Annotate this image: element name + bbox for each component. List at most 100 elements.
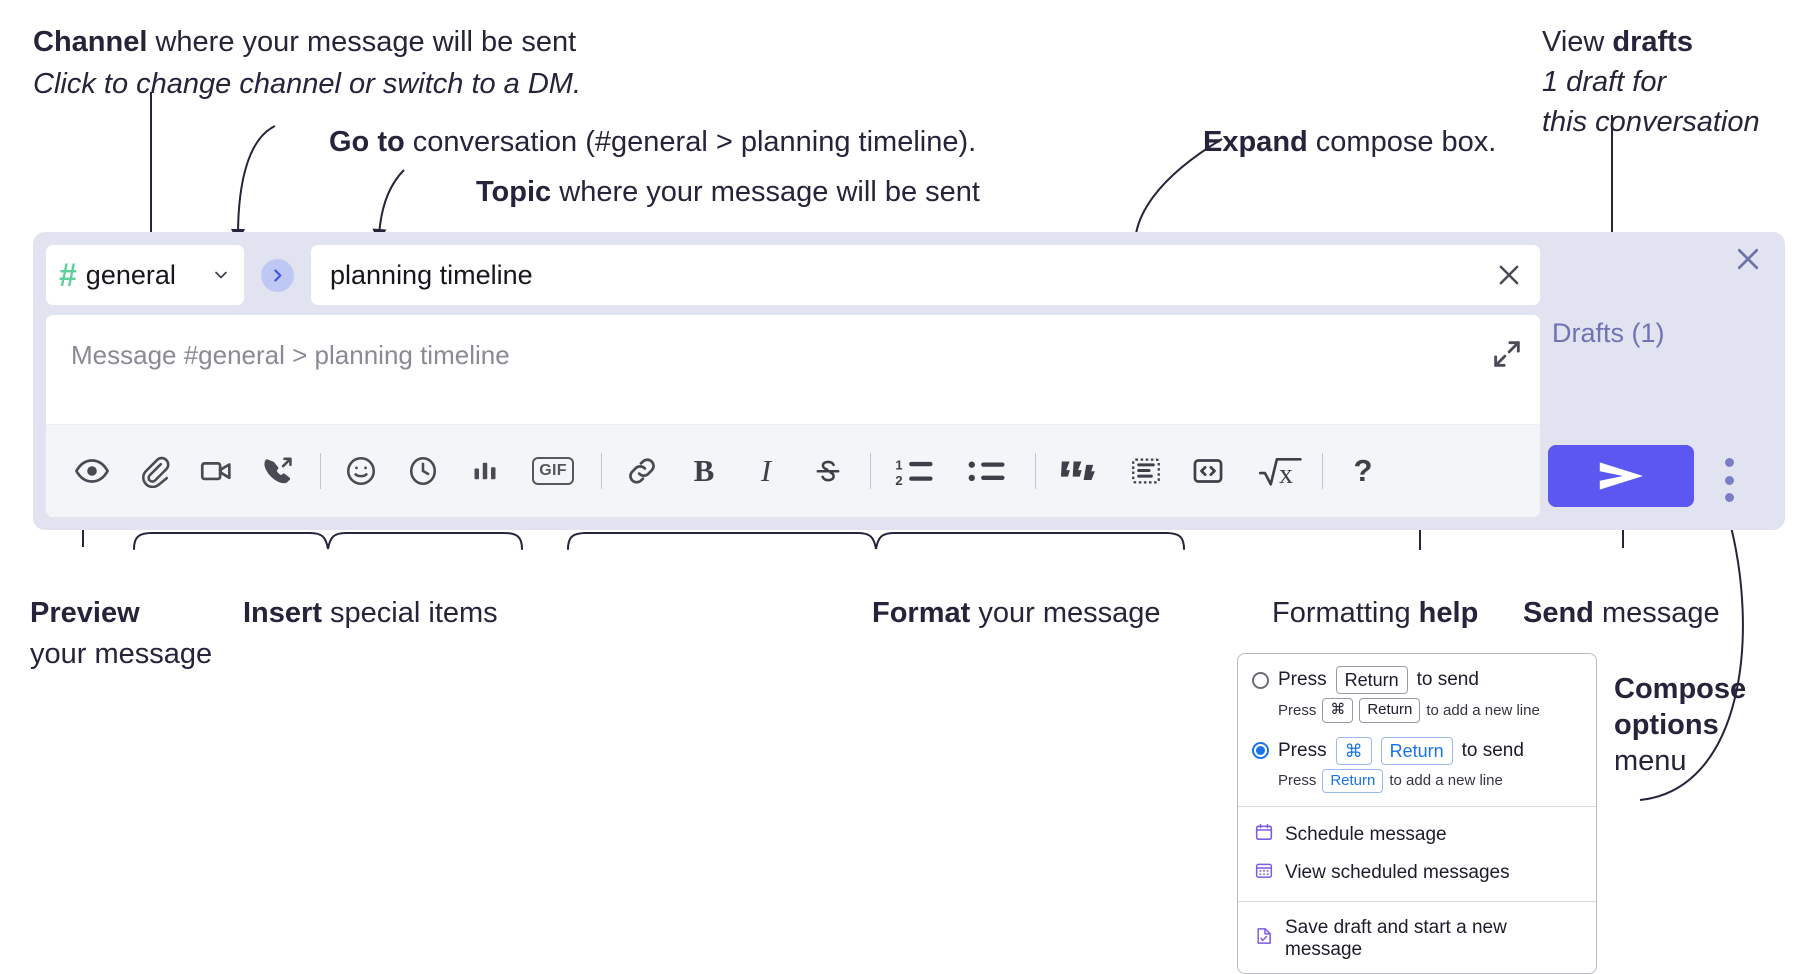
menu-divider xyxy=(1238,901,1596,903)
close-icon[interactable] xyxy=(1733,244,1763,274)
annotation-drafts-line2: 1 draft for xyxy=(1542,65,1667,98)
annotation-goto-bold: Go to xyxy=(329,126,405,158)
channel-name: general xyxy=(85,259,176,290)
bold-icon[interactable]: B xyxy=(680,447,728,495)
option-text-pre: Press xyxy=(1278,669,1327,691)
sub-text-pre: Press xyxy=(1278,701,1317,719)
annotation-drafts-lead: View xyxy=(1542,26,1613,58)
code-block-icon[interactable] xyxy=(1122,447,1170,495)
annotation-topic: Topic where your message will be sent xyxy=(476,174,980,211)
attachment-icon[interactable] xyxy=(130,447,178,495)
annotation-help-rest: Formatting xyxy=(1272,597,1419,629)
formatting-toolbar: GIF B I xyxy=(46,424,1540,517)
compose-header-row: # general planning timeline xyxy=(45,244,1541,306)
key-chip-command: ⌘ xyxy=(1335,736,1372,765)
annotation-send-rest: message xyxy=(1593,597,1720,629)
message-input[interactable]: Message #general > planning timeline xyxy=(46,315,1540,425)
radio-icon-selected[interactable] xyxy=(1252,742,1269,760)
close-icon[interactable] xyxy=(1488,254,1530,296)
math-label: x xyxy=(1279,459,1293,490)
emoji-icon[interactable] xyxy=(337,447,385,495)
calendar-grid-icon xyxy=(1254,860,1274,886)
option-text-post: to send xyxy=(1461,739,1524,761)
key-chip-return: Return xyxy=(1380,736,1453,765)
bulleted-list-icon[interactable] xyxy=(959,447,1017,495)
send-button[interactable] xyxy=(1548,445,1694,507)
italic-icon[interactable]: I xyxy=(742,447,790,495)
gif-label: GIF xyxy=(532,457,574,485)
svg-text:2: 2 xyxy=(895,473,902,488)
sub-text-post: to add a new line xyxy=(1389,772,1503,790)
gif-icon[interactable]: GIF xyxy=(523,447,583,495)
send-option-return-main[interactable]: Press Return to send xyxy=(1252,666,1582,695)
annotation-compose-options: Compose options menu xyxy=(1614,672,1746,780)
call-icon[interactable] xyxy=(254,447,302,495)
send-option-return[interactable]: Press Return to send Press ⌘ Return to a… xyxy=(1238,662,1596,727)
menu-item-label: View scheduled messages xyxy=(1285,862,1510,884)
toolbar-divider xyxy=(601,453,602,489)
annotation-goto: Go to conversation (#general > planning … xyxy=(329,124,976,161)
send-option-cmd-return[interactable]: Press ⌘ Return to send Press Return to a… xyxy=(1238,733,1596,798)
annotation-format-rest: your message xyxy=(970,597,1161,629)
compose-inner: # general planning timeline xyxy=(45,244,1541,518)
annotation-preview: Preview your message xyxy=(30,595,212,673)
preview-icon[interactable] xyxy=(68,447,116,495)
bold-label: B xyxy=(693,453,715,488)
radio-icon[interactable] xyxy=(1252,671,1269,689)
annotation-compose-rest: menu xyxy=(1614,744,1687,777)
annotation-channel-bold: Channel xyxy=(33,26,148,58)
help-icon[interactable]: ? xyxy=(1339,447,1387,495)
kebab-dot xyxy=(1724,475,1734,485)
toolbar-divider xyxy=(1322,453,1323,489)
key-chip-return: Return xyxy=(1322,768,1384,794)
expand-icon[interactable] xyxy=(1490,337,1524,371)
sub-text-pre: Press xyxy=(1278,772,1317,790)
channel-selector[interactable]: # general xyxy=(45,244,245,306)
blockquote-icon[interactable] xyxy=(1052,447,1108,495)
italic-label: I xyxy=(760,453,772,488)
code-icon[interactable] xyxy=(1184,447,1232,495)
annotation-topic-rest: where your message will be sent xyxy=(551,176,980,208)
annotation-goto-rest: conversation (#general > planning timeli… xyxy=(404,126,977,158)
annotation-expand-bold: Expand xyxy=(1203,126,1308,158)
video-icon[interactable] xyxy=(192,447,240,495)
ordered-list-icon[interactable]: 1 2 xyxy=(887,447,945,495)
strikethrough-icon[interactable] xyxy=(804,447,852,495)
annotation-send-bold: Send xyxy=(1523,597,1594,629)
key-chip-command: ⌘ xyxy=(1322,698,1354,723)
message-placeholder: Message #general > planning timeline xyxy=(71,340,510,370)
poll-icon[interactable] xyxy=(461,447,509,495)
annotation-preview-line2: your message xyxy=(30,637,213,670)
drafts-link[interactable]: Drafts (1) xyxy=(1552,318,1665,348)
menu-item-schedule-message[interactable]: Schedule message xyxy=(1238,816,1596,854)
compose-options-menu-button[interactable] xyxy=(1716,458,1742,502)
document-check-icon xyxy=(1254,926,1274,952)
topic-value: planning timeline xyxy=(330,259,533,290)
clock-icon[interactable] xyxy=(399,447,447,495)
goto-conversation-button[interactable] xyxy=(261,259,294,292)
svg-text:1: 1 xyxy=(895,458,902,473)
annotation-channel-rest: where your message will be sent xyxy=(147,26,577,58)
menu-item-label: Save draft and start a new message xyxy=(1285,917,1507,961)
annotation-insert: Insert special items xyxy=(243,595,498,632)
annotation-compose-bold2: options xyxy=(1614,708,1719,741)
menu-divider xyxy=(1238,806,1596,808)
annotation-expand: Expand compose box. xyxy=(1203,124,1496,161)
message-box: Message #general > planning timeline xyxy=(45,314,1541,518)
math-icon[interactable]: x xyxy=(1246,447,1304,495)
annotation-insert-bold: Insert xyxy=(243,597,322,629)
annotation-send: Send message xyxy=(1523,595,1720,632)
send-option-cmd-return-main[interactable]: Press ⌘ Return to send xyxy=(1252,736,1582,765)
link-icon[interactable] xyxy=(618,447,666,495)
annotation-expand-rest: compose box. xyxy=(1307,126,1497,158)
annotation-compose-bold1: Compose xyxy=(1614,673,1747,705)
calendar-icon xyxy=(1254,822,1274,848)
topic-input[interactable]: planning timeline xyxy=(310,244,1541,306)
toolbar-divider xyxy=(870,453,871,489)
annotation-insert-rest: special items xyxy=(321,597,498,629)
menu-item-save-draft[interactable]: Save draft and start a new message xyxy=(1238,911,1596,967)
annotation-drafts: View drafts 1 draft for this conversatio… xyxy=(1542,24,1760,140)
menu-item-view-scheduled-messages[interactable]: View scheduled messages xyxy=(1238,854,1596,892)
menu-item-label: Schedule message xyxy=(1285,824,1447,846)
compose-options-dropdown: Press Return to send Press ⌘ Return to a… xyxy=(1237,653,1597,974)
